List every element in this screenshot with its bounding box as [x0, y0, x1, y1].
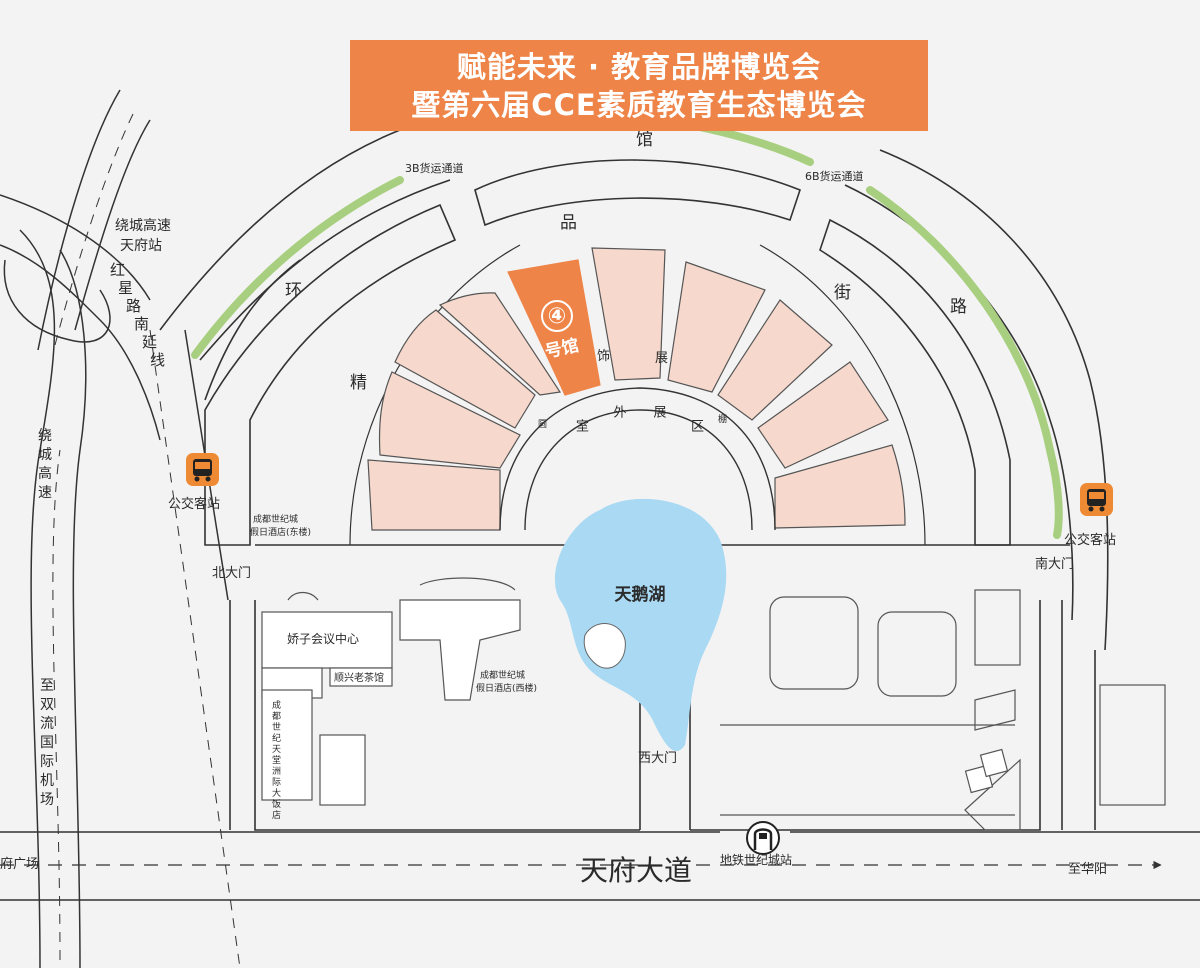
airport-char: 双 [40, 697, 54, 713]
airport-char: 至 [40, 678, 54, 694]
tianfu-avenue-road [0, 831, 1200, 901]
interc-char: 堂 [272, 754, 281, 766]
ring-station-line-1: 绕城高速 [115, 217, 171, 234]
metro-station-label: 地铁世纪城站 [720, 853, 792, 867]
to-huayang-label: 至华阳 [1068, 862, 1107, 877]
interc-char: 店 [272, 809, 281, 821]
plaza-label: 府广场 [0, 857, 39, 872]
airport-char: 流 [40, 716, 54, 732]
west-buildings [261, 577, 521, 806]
hongxing-road-char: 延 [142, 333, 157, 351]
ring-highway-road [0, 194, 161, 968]
interc-char: 世 [272, 721, 281, 733]
ringhw-char: 速 [38, 485, 52, 501]
hall-char-yuan: 圆 [538, 419, 547, 430]
outdoor-exhibit-char: 区 [691, 419, 704, 434]
lake-label: 天鹅湖 [615, 584, 666, 605]
hall-6 [667, 261, 766, 393]
freight-3b-label: 3B货运通道 [405, 161, 464, 175]
bus-stop-right-label: 公交客站 [1064, 532, 1116, 548]
lake-island [583, 623, 626, 669]
hall-9 [774, 444, 906, 529]
hongxing-road-char: 南 [134, 315, 149, 333]
bus-icon [186, 453, 219, 486]
inner-ring-blocks [204, 159, 1011, 546]
hall-number-badge [541, 300, 573, 332]
hongxing-road-char: 线 [150, 351, 165, 369]
ringhw-char: 绕 [38, 428, 52, 444]
hall-5 [591, 247, 666, 381]
event-banner: 赋能未来 · 教育品牌博览会 暨第六届CCE素质教育生态博览会 [350, 40, 928, 131]
ring-char-pin: 品 [560, 213, 577, 233]
hall-char-peng: 棚 [718, 413, 727, 425]
interc-char: 洲 [272, 766, 281, 777]
tianfu-avenue-label: 天府大道 [580, 854, 692, 887]
ring-station-line-2: 天府站 [120, 238, 162, 254]
holiday-inn-west-building [399, 599, 521, 701]
outdoor-exhibit-char: 外 [613, 406, 626, 421]
freight-6b-label: 6B货运通道 [805, 169, 864, 183]
hall-4-highlight [507, 259, 601, 396]
hall-3 [394, 309, 536, 429]
holiday-inn-west-label: 成都世纪城 假日酒店(西楼) [476, 669, 537, 694]
west-gate-label: 西大门 [638, 751, 677, 766]
banner-title-line-1: 赋能未来 · 教育品牌博览会 [456, 49, 822, 84]
interc-char: 纪 [272, 732, 281, 744]
north-gate-label: 北大门 [212, 566, 251, 581]
airport-char: 场 [40, 792, 54, 808]
hall-7 [717, 299, 833, 421]
interc-char: 饭 [272, 798, 281, 810]
east-blocks [720, 589, 1166, 831]
ring-char-huan: 环 [285, 281, 302, 301]
outdoor-exhibit-label: 室外展区 [576, 406, 704, 435]
outdoor-exhibit-arc [499, 387, 776, 531]
airport-char: 际 [40, 754, 54, 770]
ringhw-char: 高 [38, 465, 52, 482]
interc-char: 天 [272, 745, 281, 755]
ring-char-lu: 路 [950, 297, 967, 317]
airport-char: 机 [40, 773, 54, 789]
swan-lake [554, 498, 727, 752]
intercontinental-building [261, 689, 313, 801]
jiaozi-center-label: 娇子会议中心 [287, 631, 359, 646]
ring-char-jing: 精 [350, 373, 367, 393]
hongxing-road-char: 路 [126, 297, 141, 315]
interc-char: 成 [272, 699, 281, 711]
interc-char: 大 [272, 787, 281, 799]
highlight-hall-number: ④ [548, 304, 567, 329]
ring-highway-label: 绕城高速 [38, 428, 52, 501]
hall-8 [757, 361, 889, 469]
south-gate-label: 南大门 [1035, 556, 1074, 572]
ring-char-jie: 街 [834, 283, 851, 303]
ring-char-guan: 馆 [636, 130, 653, 150]
bus-icon [1080, 483, 1113, 516]
interc-char: 际 [272, 777, 281, 788]
hall-2 [378, 371, 521, 469]
airport-char: 国 [40, 735, 54, 751]
interc-char: 都 [272, 711, 281, 722]
ringhw-char: 城 [38, 447, 52, 463]
outdoor-exhibit-char: 室 [576, 418, 589, 434]
ring-highway-station-label: 绕城高速 天府站 [115, 217, 175, 254]
teahouse-label: 顺兴老茶馆 [334, 671, 384, 684]
banner-title-line-2: 暨第六届CCE素质教育生态博览会 [411, 87, 867, 122]
holiday-inn-east-label: 成都世纪城 假日酒店(东楼) [250, 513, 311, 538]
hongxing-road-char: 星 [118, 279, 133, 297]
jiaozi-center-building [261, 611, 393, 669]
hall-char-zhan: 展 [655, 351, 668, 366]
teahouse-building [329, 667, 393, 687]
to-airport-label: 至双流国际机场 [40, 678, 54, 808]
hall-1 [367, 459, 501, 531]
metro-icon [746, 821, 780, 855]
hall-char-shi: 饰 [597, 349, 610, 364]
intercontinental-label: 成都世纪天堂洲际大饭店 [272, 699, 281, 821]
hongxing-road-label: 红星路南延线 [110, 261, 165, 369]
hongxing-road-char: 红 [110, 261, 125, 279]
outdoor-exhibit-char: 展 [653, 406, 666, 421]
bus-stop-left-label: 公交客站 [168, 496, 220, 512]
exhibition-halls [367, 247, 906, 531]
